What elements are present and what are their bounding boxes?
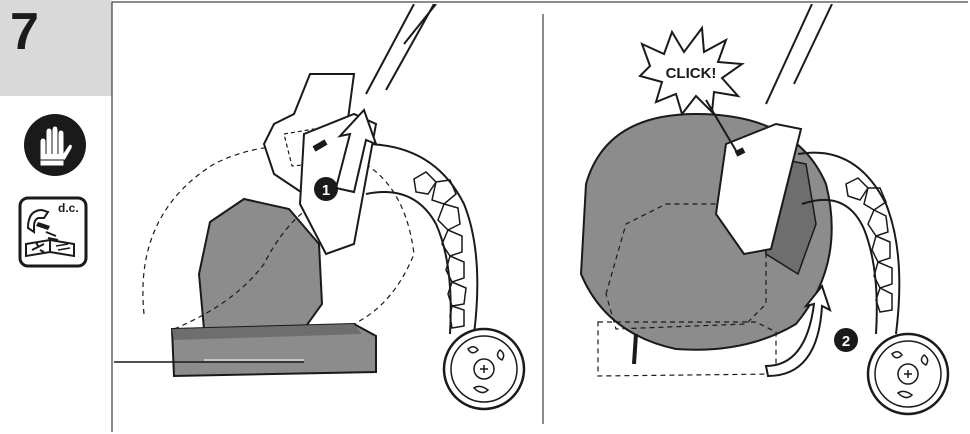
click-sound-label: CLICK!	[666, 65, 717, 82]
step-number: 7	[10, 3, 39, 61]
left-panel-illustration: 1	[114, 4, 526, 411]
disconnect-label: d.c.	[58, 201, 79, 215]
disconnect-manual-icon: d.c.	[18, 196, 88, 268]
gloves-icon	[24, 114, 86, 176]
right-panel-illustration: CLICK! 2	[579, 4, 950, 416]
step-two-callout: 2	[842, 333, 850, 350]
step-number-box: 7	[0, 0, 112, 96]
step-one-callout: 1	[322, 182, 330, 199]
